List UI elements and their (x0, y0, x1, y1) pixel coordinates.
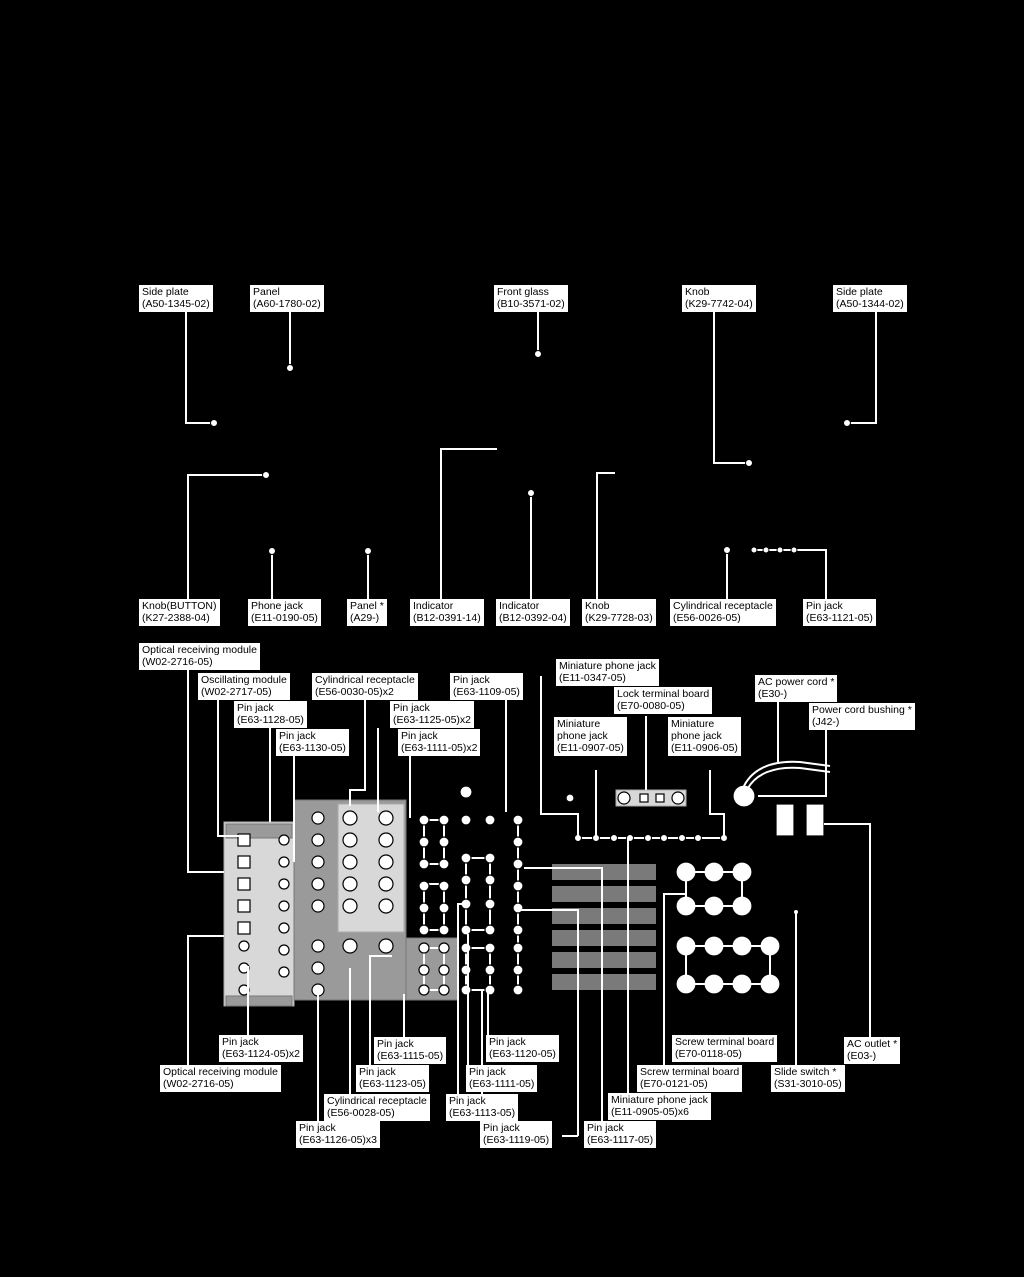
label-pin-jack-1125: Pin jack(E63-1125-05)x2 (390, 701, 475, 728)
label-optical-rx-top: Optical receiving module(W02-2716-05) (139, 643, 260, 670)
label-indicator-2: Indicator(B12-0392-04) (496, 599, 570, 626)
label-pin-jack-1113: Pin jack(E63-1113-05) (446, 1094, 519, 1121)
label-ac-power-cord: AC power cord *(E30-) (755, 675, 838, 702)
label-pin-jack-1111-x2: Pin jack(E63-1111-05)x2 (398, 729, 481, 756)
label-side-plate-right: Side plate(A50-1344-02) (833, 285, 907, 312)
label-mini-phone-0347: Miniature phone jack(E11-0347-05) (556, 659, 659, 686)
label-mini-phone-0905: Miniature phone jack(E11-0905-05)x6 (608, 1093, 711, 1120)
label-cyl-receptacle-0030: Cylindrical receptacle(E56-0030-05)x2 (312, 673, 418, 700)
label-pin-jack-1117: Pin jack(E63-1117-05) (584, 1121, 657, 1148)
label-knob-button: Knob(BUTTON)(K27-2388-04) (139, 599, 220, 626)
label-side-plate-left: Side plate(A50-1345-02) (139, 285, 213, 312)
label-knob-front: Knob(K29-7728-03) (582, 599, 656, 626)
label-osc-module: Oscillating module(W02-2717-05) (198, 673, 290, 700)
label-indicator-1: Indicator(B12-0391-14) (410, 599, 484, 626)
label-pin-jack-1111: Pin jack(E63-1111-05) (466, 1065, 538, 1092)
label-pin-jack-1126: Pin jack(E63-1126-05)x3 (296, 1121, 381, 1148)
leader-lines-top (185, 312, 877, 601)
label-pin-jack-1115: Pin jack(E63-1115-05) (374, 1037, 447, 1064)
ac-cord-outlet (732, 760, 831, 915)
label-lock-terminal: Lock terminal board(E70-0080-05) (614, 687, 713, 714)
rear-panel-drawing (223, 760, 831, 1007)
label-cyl-receptacle-front: Cylindrical receptacle(E56-0026-05) (670, 599, 776, 626)
label-pin-jack-1109: Pin jack(E63-1109-05) (450, 673, 523, 700)
label-screw-terminal-0121: Screw terminal board(E70-0121-05) (637, 1065, 743, 1092)
audio-jack-grid (418, 785, 575, 996)
label-front-glass: Front glass(B10-3571-02) (494, 285, 568, 312)
speaker-terminals (675, 861, 781, 995)
label-pin-jack-1124: Pin jack(E63-1124-05)x2 (219, 1035, 304, 1062)
label-ac-outlet: AC outlet *(E03-) (844, 1037, 901, 1064)
label-slide-switch: Slide switch *(S31-3010-05) (771, 1065, 845, 1092)
mini-phone-jack-row (574, 789, 728, 842)
label-pin-jack-1128: Pin jack(E63-1128-05) (234, 701, 307, 728)
label-screw-terminal-0118: Screw terminal board(E70-0118-05) (672, 1035, 778, 1062)
label-pin-jack-1119: Pin jack(E63-1119-05) (480, 1121, 553, 1148)
digital-in-jacks (237, 833, 290, 996)
label-pin-jack-1120: Pin jack(E63-1120-05) (486, 1035, 559, 1062)
label-power-bushing: Power cord bushing *(J42-) (809, 703, 915, 730)
label-cyl-receptacle-0028: Cylindrical receptacle(E56-0028-05) (324, 1094, 430, 1121)
heatsink-grille (552, 864, 656, 990)
video-jacks (311, 810, 394, 997)
label-panel-star: Panel *(A29-) (347, 599, 387, 626)
label-phone-jack-front: Phone jack(E11-0190-05) (248, 599, 321, 626)
label-knob-top: Knob(K29-7742-04) (682, 285, 756, 312)
label-pin-jack-1121: Pin jack(E63-1121-05) (803, 599, 876, 626)
label-pin-jack-1123: Pin jack(E63-1123-05) (356, 1065, 429, 1092)
label-pin-jack-1130: Pin jack(E63-1130-05) (276, 729, 349, 756)
label-panel-top: Panel(A60-1780-02) (250, 285, 324, 312)
label-optical-rx-bottom: Optical receiving module(W02-2716-05) (160, 1065, 281, 1092)
leader-lines-bottom (187, 670, 871, 1137)
